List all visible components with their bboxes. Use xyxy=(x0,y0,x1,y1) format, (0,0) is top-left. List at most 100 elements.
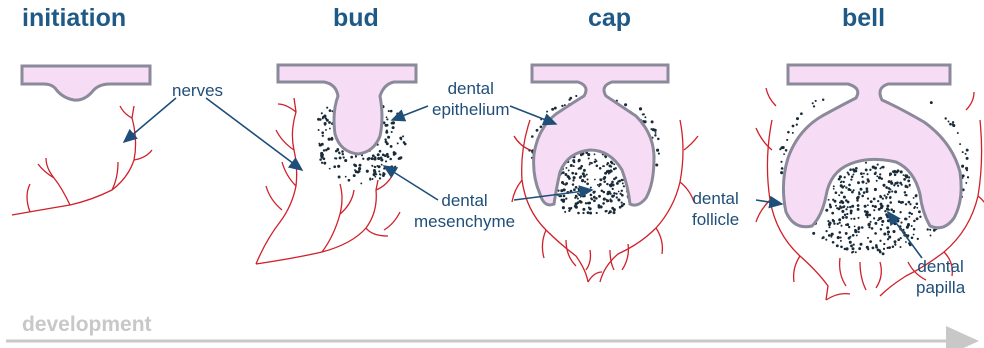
mesenchyme-dot xyxy=(374,166,376,168)
mesenchyme-dot xyxy=(781,167,784,170)
mesenchyme-dot xyxy=(577,212,580,215)
mesenchyme-dot xyxy=(605,156,607,158)
mesenchyme-dot xyxy=(587,202,590,205)
mesenchyme-dot xyxy=(385,131,388,134)
mesenchyme-dot xyxy=(885,186,888,189)
mesenchyme-dot xyxy=(366,170,369,173)
mesenchyme-dot xyxy=(387,155,390,158)
mesenchyme-dot xyxy=(915,195,918,198)
mesenchyme-dot xyxy=(651,120,654,123)
mesenchyme-dot xyxy=(391,131,393,133)
mesenchyme-dot xyxy=(907,223,910,226)
mesenchyme-dot xyxy=(578,159,581,162)
mesenchyme-dot xyxy=(377,157,380,160)
mesenchyme-dot xyxy=(560,189,563,192)
mesenchyme-dot xyxy=(918,210,921,213)
mesenchyme-dot xyxy=(621,201,623,203)
mesenchyme-dot xyxy=(887,238,889,240)
mesenchyme-dot xyxy=(368,157,371,160)
mesenchyme-dot xyxy=(345,176,347,178)
mesenchyme-dot xyxy=(844,214,846,216)
mesenchyme-dot xyxy=(872,205,874,207)
mesenchyme-dot xyxy=(868,226,870,228)
mesenchyme-dot xyxy=(621,204,624,207)
mesenchyme-dot xyxy=(579,188,582,191)
mesenchyme-dot xyxy=(654,129,657,132)
mesenchyme-dot xyxy=(377,153,380,156)
mesenchyme-dot xyxy=(386,142,389,145)
initiation-epithelium xyxy=(22,66,150,100)
mesenchyme-dot xyxy=(573,161,575,163)
mesenchyme-dot xyxy=(965,167,968,170)
cap-stage xyxy=(512,65,698,282)
mesenchyme-dot xyxy=(812,102,814,104)
mesenchyme-dot xyxy=(845,232,848,235)
mesenchyme-dot xyxy=(965,182,967,184)
mesenchyme-dot xyxy=(905,241,907,243)
mesenchyme-dot xyxy=(379,174,381,176)
mesenchyme-dot xyxy=(851,205,854,208)
mesenchyme-dot xyxy=(828,222,831,225)
mesenchyme-dot xyxy=(833,188,835,190)
mesenchyme-dot xyxy=(908,216,910,218)
mesenchyme-dot xyxy=(562,206,565,209)
mesenchyme-dot xyxy=(861,176,863,178)
mesenchyme-dot xyxy=(837,236,840,239)
mesenchyme-dot xyxy=(868,214,871,217)
mesenchyme-dot xyxy=(848,184,851,187)
mesenchyme-dot xyxy=(608,173,610,175)
mesenchyme-dot xyxy=(612,188,614,190)
mesenchyme-dot xyxy=(949,123,952,126)
mesenchyme-dot xyxy=(584,181,586,183)
mesenchyme-dot xyxy=(882,166,885,169)
mesenchyme-dot xyxy=(850,244,853,247)
mesenchyme-dot xyxy=(847,172,849,174)
mesenchyme-dot xyxy=(575,186,578,189)
mesenchyme-dot xyxy=(578,168,580,170)
mesenchyme-dot xyxy=(904,194,906,196)
mesenchyme-dot xyxy=(569,208,572,211)
mesenchyme-dot xyxy=(930,235,932,237)
label-dental-follicle: dental follicle xyxy=(692,188,739,230)
mesenchyme-dot xyxy=(864,205,867,208)
mesenchyme-dot xyxy=(838,178,841,181)
mesenchyme-dot xyxy=(618,180,621,183)
mesenchyme-dot xyxy=(339,156,342,159)
mesenchyme-dot xyxy=(828,199,830,201)
label-dental-papilla-line1: dental xyxy=(916,256,965,277)
mesenchyme-dot xyxy=(914,206,916,208)
mesenchyme-dot xyxy=(586,182,589,185)
mesenchyme-dot xyxy=(845,199,848,202)
mesenchyme-dot xyxy=(399,137,402,140)
mesenchyme-dot xyxy=(846,213,848,215)
mesenchyme-dot xyxy=(350,156,353,159)
mesenchyme-dot xyxy=(883,243,885,245)
mesenchyme-dot xyxy=(603,198,606,201)
mesenchyme-dot xyxy=(894,174,897,177)
mesenchyme-dot xyxy=(575,95,577,97)
mesenchyme-dot xyxy=(585,202,587,204)
mesenchyme-dot xyxy=(644,120,647,123)
mesenchyme-dot xyxy=(583,195,586,198)
mesenchyme-dot xyxy=(386,116,388,118)
mesenchyme-dot xyxy=(371,178,373,180)
mesenchyme-dot xyxy=(911,236,914,239)
mesenchyme-dot xyxy=(825,209,828,212)
mesenchyme-dot xyxy=(840,200,843,203)
mesenchyme-dot xyxy=(616,182,619,185)
mesenchyme-dot xyxy=(887,234,889,236)
mesenchyme-dot xyxy=(382,154,385,157)
label-dental-mesenchyme: dental mesenchyme xyxy=(414,190,515,232)
mesenchyme-dot xyxy=(852,251,854,253)
mesenchyme-dot xyxy=(867,216,869,218)
pointer-epithelium-cap xyxy=(510,106,556,124)
mesenchyme-dot xyxy=(599,178,602,181)
mesenchyme-dot xyxy=(812,232,815,235)
mesenchyme-dot xyxy=(354,169,356,171)
mesenchyme-dot xyxy=(966,149,969,152)
mesenchyme-dot xyxy=(857,217,859,219)
mesenchyme-dot xyxy=(857,196,860,199)
mesenchyme-dot xyxy=(580,153,582,155)
mesenchyme-dot xyxy=(341,150,344,153)
